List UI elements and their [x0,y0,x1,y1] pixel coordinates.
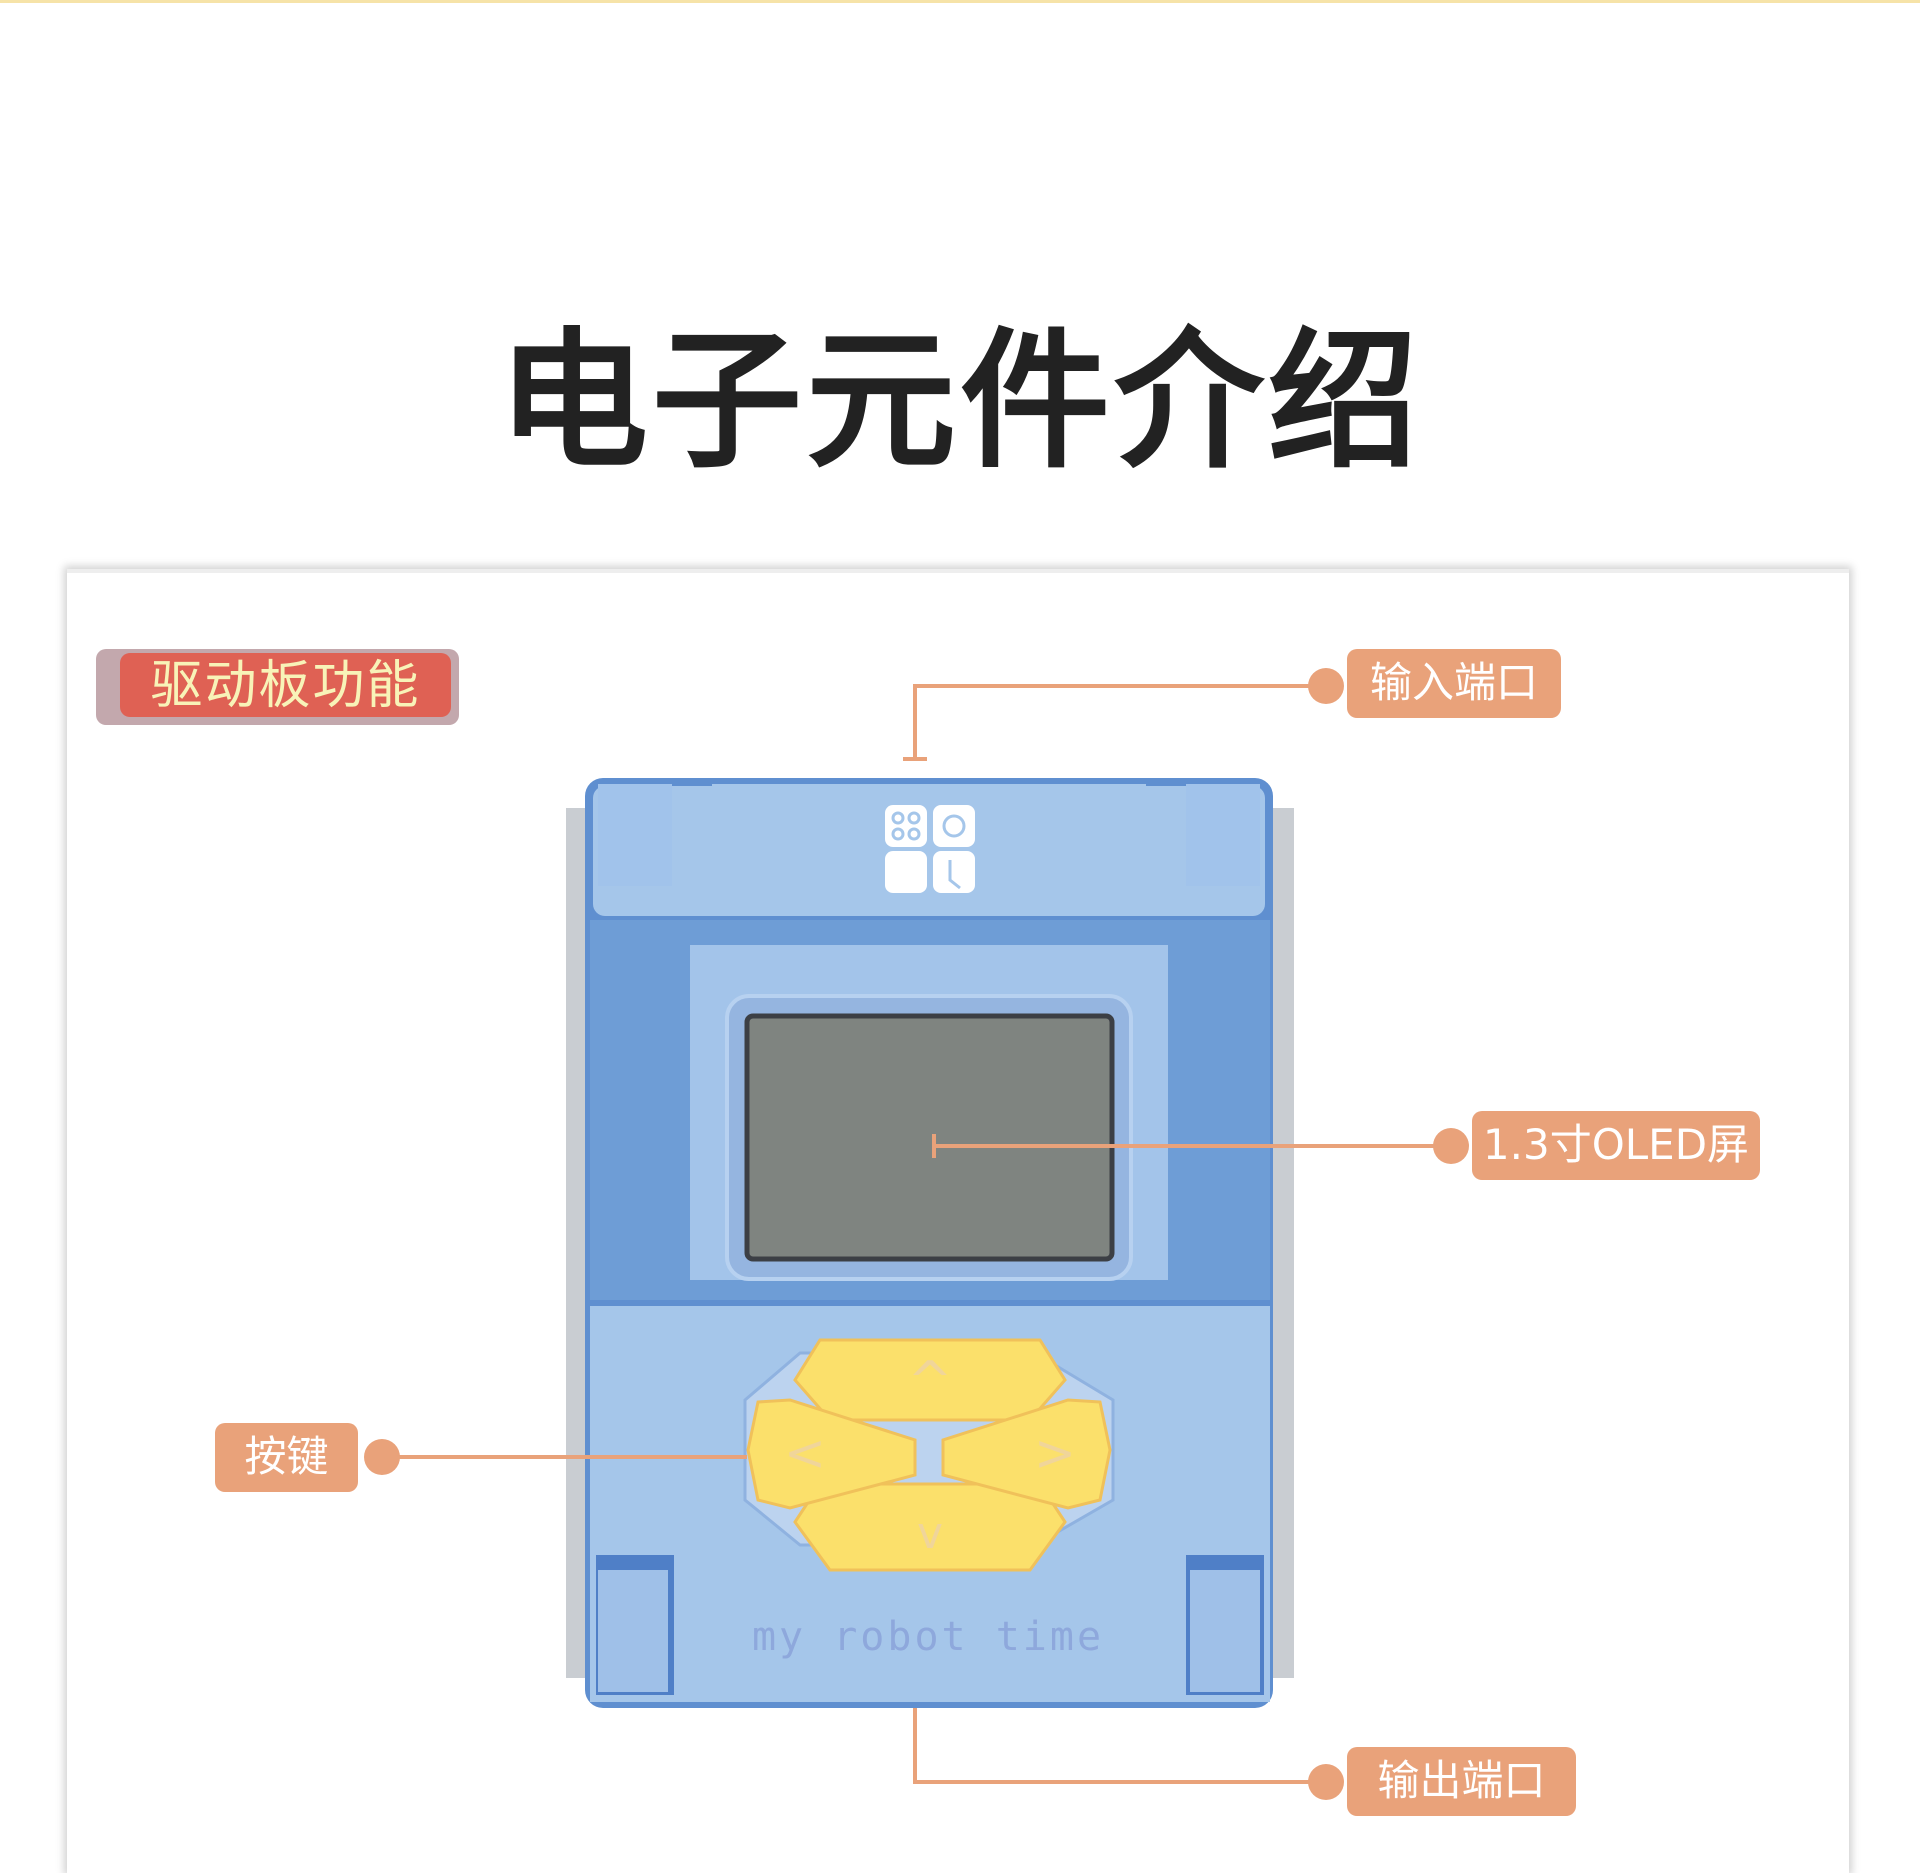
up-glyph: ^ [907,1350,952,1413]
output-dot [1308,1764,1344,1800]
right-button [941,1398,1112,1510]
brand-text: my robot time [752,1614,1104,1660]
buttons-leader-line [382,1455,747,1459]
right-glyph: > [1034,1424,1076,1482]
input-port-callout: 输入端口 [1347,649,1561,718]
buttons-dot [364,1439,400,1475]
oled-screen [744,1013,1115,1262]
app-icons [885,805,975,893]
input-dot [1308,668,1344,704]
screen-callout: 1.3寸OLED屏 [1472,1111,1760,1180]
input-leader-tick [903,757,927,761]
screen-leader-line [934,1144,1451,1148]
input-leader-line-v [913,684,917,759]
output-port-callout: 输出端口 [1347,1747,1576,1816]
left-glyph: < [784,1424,826,1482]
section-label-text: 驱动板功能 [120,653,451,717]
top-divider [0,0,1920,3]
left-button [746,1398,917,1510]
output-leader-line-v [913,1708,917,1784]
input-leader-line [913,684,1326,688]
output-leader-line [913,1780,1326,1784]
screen-leader-tick [932,1134,936,1158]
down-glyph: v [917,1508,943,1559]
page-title: 电子元件介绍 [497,315,1422,489]
section-label: 驱动板功能 [96,649,459,725]
screen-dot [1433,1128,1469,1164]
buttons-callout: 按键 [215,1423,358,1492]
